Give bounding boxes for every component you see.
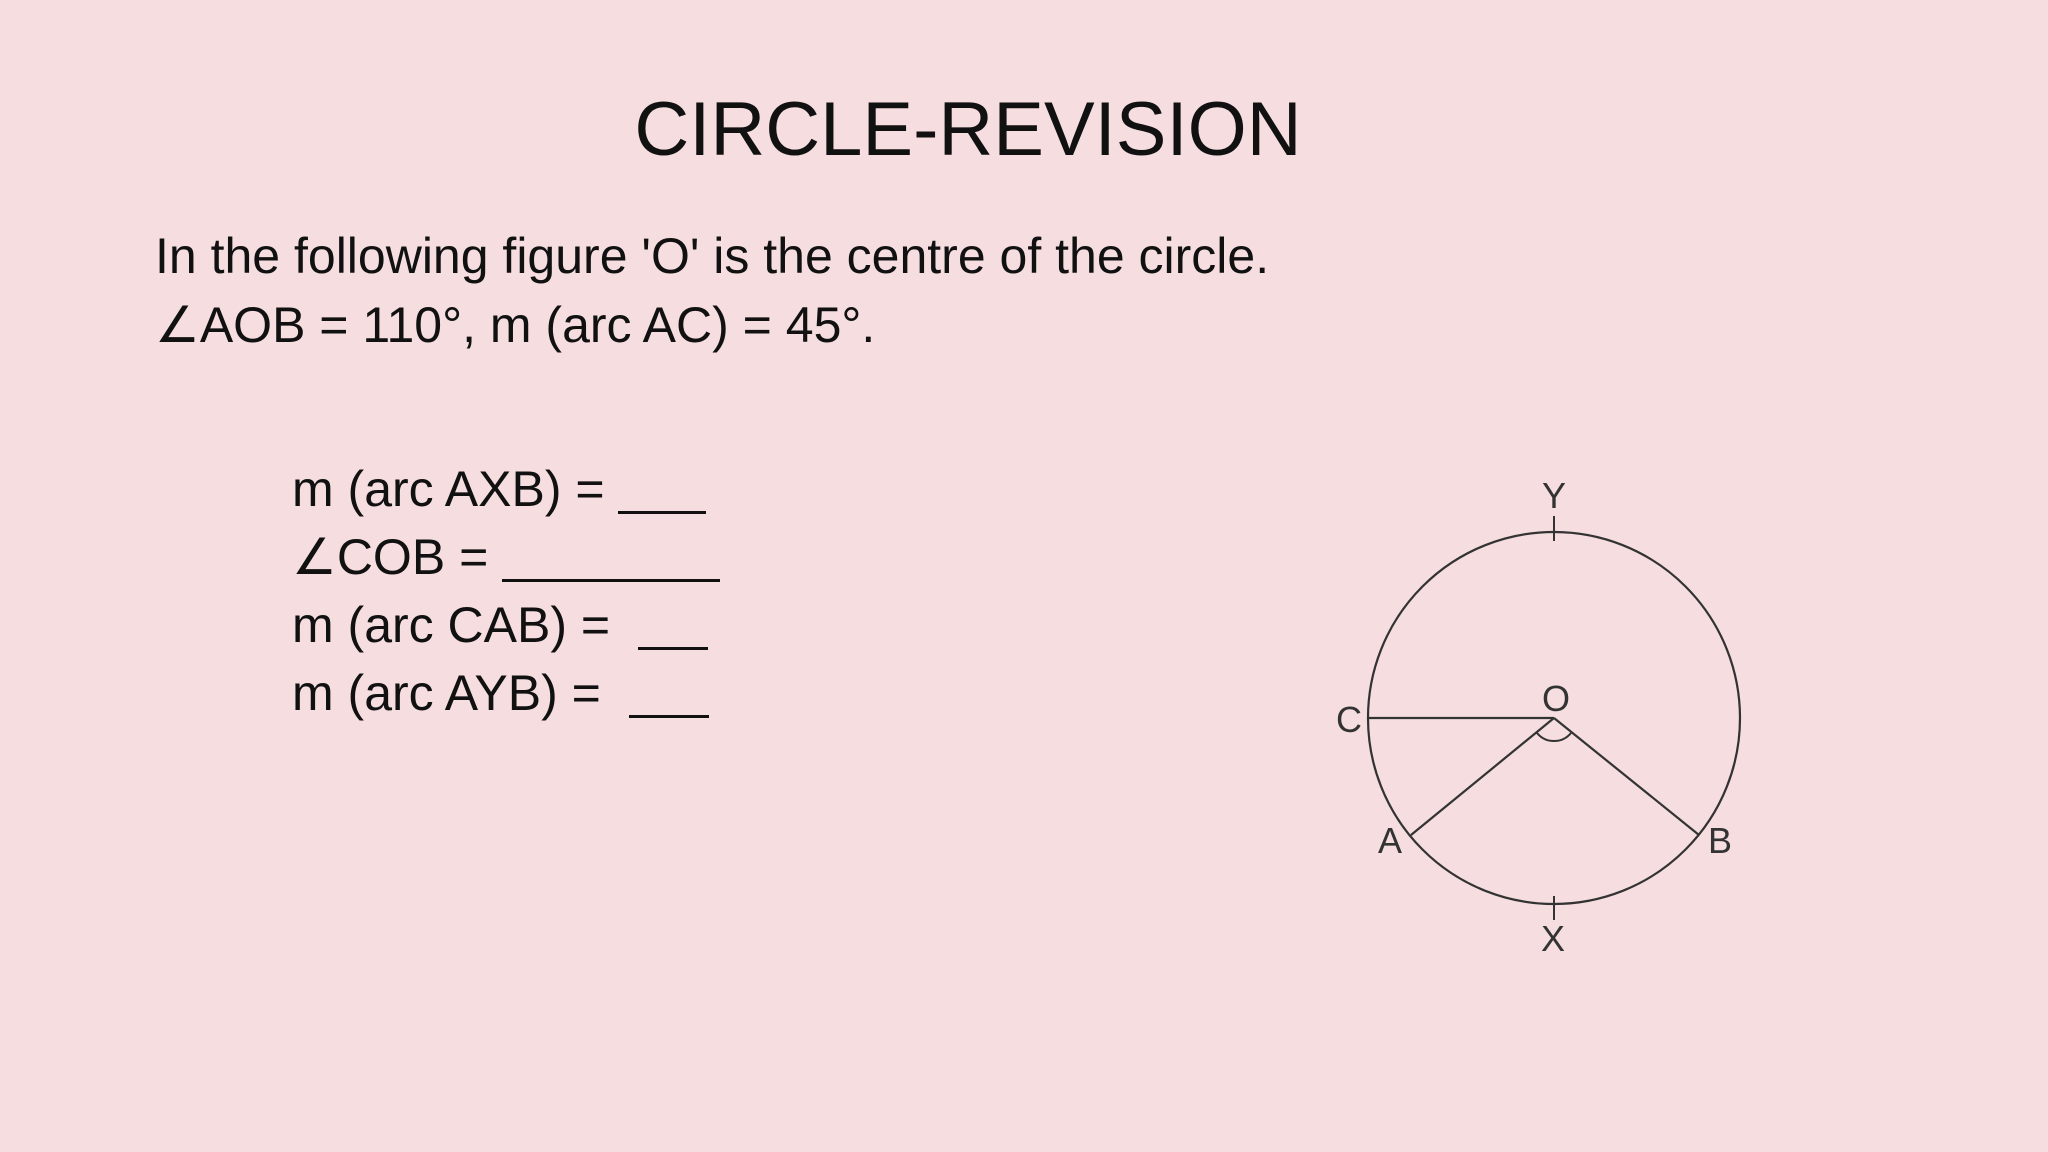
question-arc-cab: m (arc CAB) = (292, 591, 720, 659)
question-label: m (arc CAB) = (292, 597, 638, 653)
label-a: A (1378, 820, 1402, 861)
label-o: O (1542, 678, 1570, 719)
radius-ob (1553, 717, 1700, 836)
circle-figure: Y O C A B X (1310, 455, 1770, 975)
answer-blank (637, 603, 708, 650)
label-y: Y (1542, 475, 1566, 516)
question-arc-ayb: m (arc AYB) = (292, 659, 720, 727)
label-x: X (1541, 918, 1565, 959)
intro-line-1: In the following figure 'O' is the centr… (155, 228, 1270, 284)
answer-blank (502, 535, 721, 582)
label-b: B (1708, 820, 1732, 861)
question-label: m (arc AXB) = (292, 461, 619, 517)
radius-oa (1410, 717, 1555, 836)
answer-blank (618, 467, 707, 514)
question-label: m (arc AYB) = (292, 665, 629, 721)
angle-aob-mark (1536, 732, 1572, 743)
slide-title: CIRCLE-REVISION (634, 87, 1302, 172)
question-label: ∠COB = (292, 529, 503, 585)
problem-statement: In the following figure 'O' is the centr… (155, 222, 1269, 360)
question-angle-cob: ∠COB = (292, 523, 721, 591)
intro-line-2: ∠AOB = 110°, m (arc AC) = 45°. (155, 297, 876, 353)
answer-blank (628, 671, 709, 718)
question-list: m (arc AXB) = ∠COB = m (arc CAB) = m (ar… (292, 455, 721, 727)
label-c: C (1336, 699, 1362, 740)
circle-diagram: Y O C A B X (1336, 475, 1742, 959)
question-arc-axb: m (arc AXB) = (292, 455, 720, 523)
